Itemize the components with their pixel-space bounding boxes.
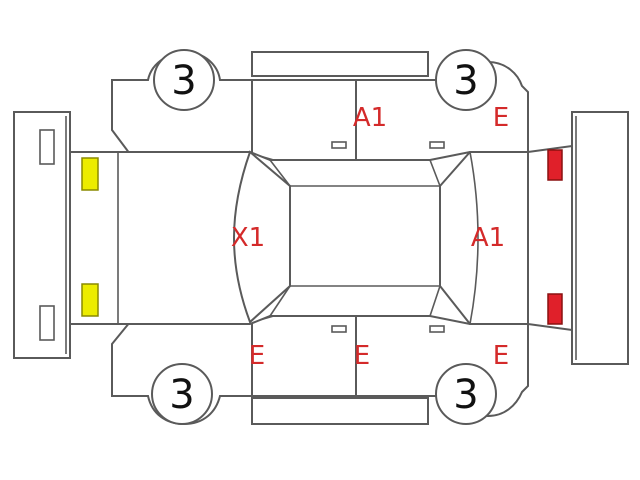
damage-code-lower-door: E: [354, 341, 370, 371]
damage-code-lower-front-fender: E: [249, 341, 265, 371]
wheel-rear-left: 3: [435, 49, 497, 111]
damage-code-upper-rear-fender: E: [493, 103, 509, 133]
wheel-rear-right-rating: 3: [453, 372, 478, 418]
damage-code-lower-rear-fender: E: [493, 341, 509, 371]
damage-code-windshield: X1: [231, 223, 265, 253]
damage-code-rear-window: A1: [471, 223, 505, 253]
damage-code-upper-rear-door: A1: [353, 103, 387, 133]
car-top-view: [69, 144, 573, 332]
front-light-lower: [81, 283, 99, 317]
wheel-front-left-rating: 3: [171, 58, 196, 104]
rear-bumper: [571, 111, 629, 365]
rear-light-lower: [547, 293, 563, 325]
wheel-front-right-rating: 3: [169, 372, 194, 418]
wheel-front-left: 3: [153, 49, 215, 111]
wheel-rear-left-rating: 3: [453, 58, 478, 104]
wheel-front-right: 3: [151, 363, 213, 425]
wheel-rear-right: 3: [435, 363, 497, 425]
front-bumper: [13, 111, 71, 359]
rear-light-upper: [547, 149, 563, 181]
front-light-upper: [81, 157, 99, 191]
